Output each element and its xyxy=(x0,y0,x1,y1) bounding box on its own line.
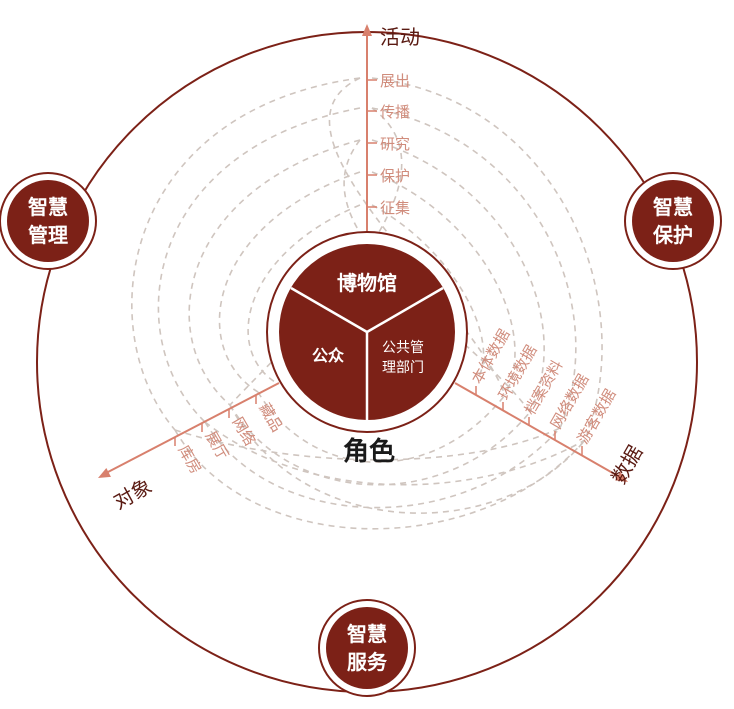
node-smart-management: 智慧 管理 xyxy=(0,172,97,270)
dashed-connection-curve xyxy=(371,139,545,413)
node-protection-line2: 保护 xyxy=(652,223,693,247)
object-axis-arrow xyxy=(98,468,111,478)
object-axis-line xyxy=(107,382,280,473)
node-service-disc xyxy=(326,607,408,689)
node-management-disc xyxy=(7,180,89,262)
center-museum-label: 博物馆 xyxy=(337,271,397,295)
data-axis-title: 数据 xyxy=(607,441,648,488)
object-axis-title: 对象 xyxy=(109,474,156,514)
dashed-connection-curve xyxy=(257,391,506,463)
activity-axis-arrow xyxy=(362,24,372,36)
activity-item-label: 研究 xyxy=(380,135,410,153)
activity-item-label: 展出 xyxy=(380,72,410,90)
dashed-connection-curve xyxy=(174,429,586,530)
node-management-line2: 管理 xyxy=(28,223,68,247)
dashed-connection-curve xyxy=(229,404,531,486)
center-public-label: 公众 xyxy=(312,346,345,365)
object-item-label: 藏品 xyxy=(256,400,287,435)
node-service-line2: 服务 xyxy=(347,650,388,674)
object-item-label: 展厅 xyxy=(202,428,233,463)
dashed-connection-curve xyxy=(204,421,586,486)
connection-curves xyxy=(131,77,603,530)
data-axis-arrow xyxy=(615,471,628,482)
dashed-connection-curve xyxy=(204,421,561,509)
center-divider-a xyxy=(290,286,368,334)
object-item-label: 库房 xyxy=(175,442,206,477)
activity-item-label: 传播 xyxy=(380,103,410,121)
node-smart-protection: 智慧 保护 xyxy=(624,172,722,270)
dashed-connection-curve xyxy=(371,171,516,396)
dashed-connection-curve xyxy=(371,77,603,441)
object-item-label: 网络 xyxy=(229,414,260,449)
dashed-connection-curve xyxy=(131,77,361,431)
activity-item-label: 保护 xyxy=(380,167,410,185)
dashed-connection-curve xyxy=(188,139,361,406)
role-label: 角色 xyxy=(343,436,395,467)
center-divider-b xyxy=(366,286,444,334)
center-department-label-2: 理部门 xyxy=(382,360,424,376)
center-hub: 博物馆 公众 公共管 理部门 xyxy=(266,231,468,433)
dashed-connection-curve xyxy=(218,171,361,393)
node-protection-line1: 智慧 xyxy=(653,195,693,219)
node-protection-disc xyxy=(632,180,714,262)
data-axis-line xyxy=(454,382,619,477)
dashed-connection-curve xyxy=(247,204,361,383)
node-service-line1: 智慧 xyxy=(347,622,387,646)
center-department-label-1: 公共管 xyxy=(382,340,424,356)
activity-axis-title: 活动 xyxy=(380,25,420,49)
dashed-connection-curve xyxy=(371,107,577,429)
dashed-connection-curve xyxy=(328,77,506,396)
dashed-connection-curve xyxy=(157,107,361,423)
activity-item-label: 征集 xyxy=(380,199,410,217)
dashed-connection-curve xyxy=(229,404,586,514)
node-management-line1: 智慧 xyxy=(28,195,68,219)
node-smart-service: 智慧 服务 xyxy=(318,599,416,697)
